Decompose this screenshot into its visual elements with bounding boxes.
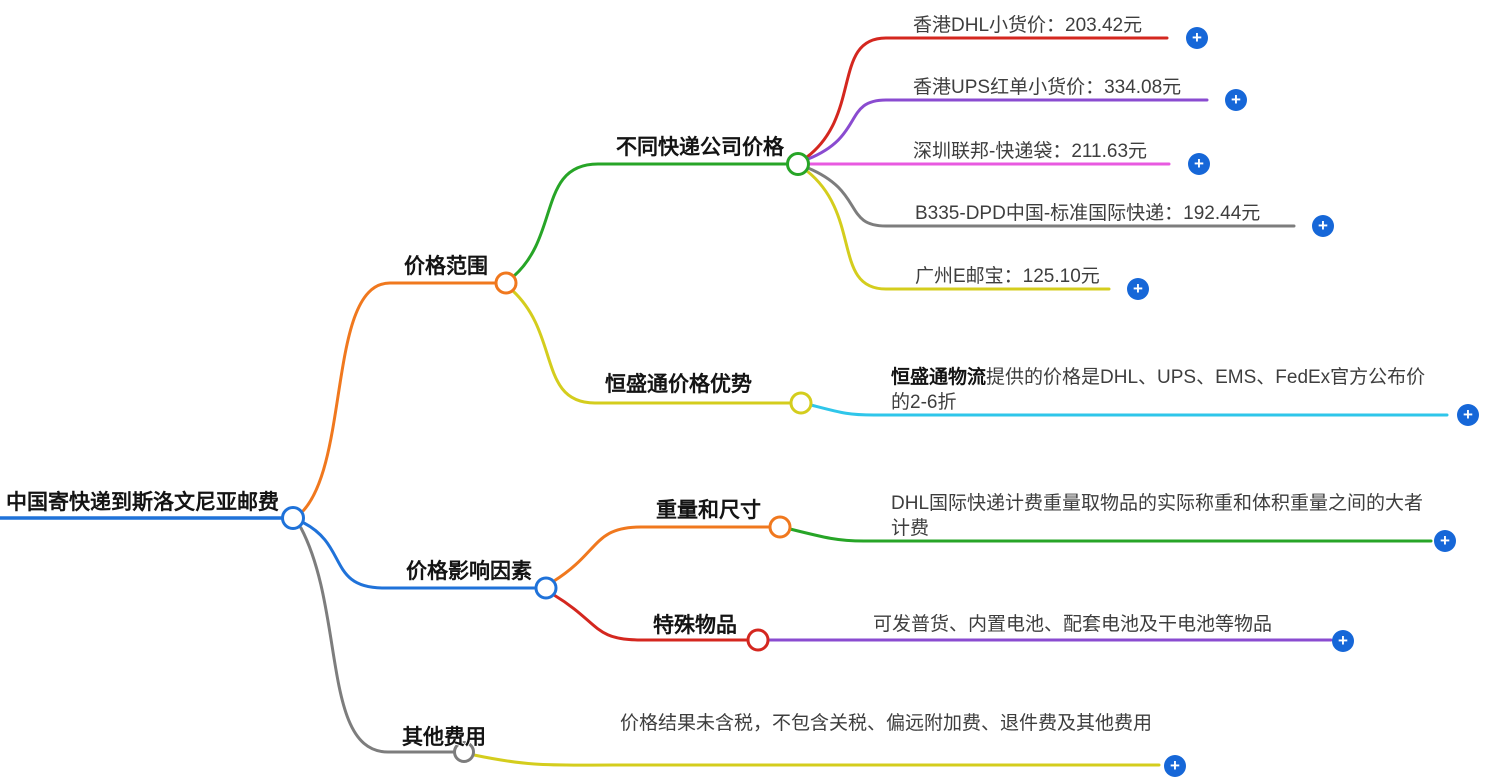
leaf-other-fees-desc[interactable]: 价格结果未含税，不包含关税、偏远附加费、退件费及其他费用 xyxy=(620,713,1153,734)
leaf-weight-size-desc[interactable]: DHL国际快递计费重量取物品的实际称重和体积重量之间的大者计费 xyxy=(891,493,1424,539)
node-handle-hst-advantage[interactable] xyxy=(789,391,813,415)
expand-plus-icon-fees[interactable]: + xyxy=(1164,755,1186,777)
node-handle-special-items[interactable] xyxy=(746,628,770,652)
root-node-label[interactable]: 中国寄快递到斯洛文尼亚邮费 xyxy=(6,491,279,514)
expand-plus-icon-sz-fedex[interactable]: + xyxy=(1188,153,1210,175)
expand-plus-icon-gz-epacket[interactable]: + xyxy=(1127,278,1149,300)
expand-plus-icon-special[interactable]: + xyxy=(1332,630,1354,652)
edge-price-factors-weight-size xyxy=(552,525,771,583)
edge-price-range-company-prices xyxy=(512,162,789,278)
expand-plus-icon-hk-ups[interactable]: + xyxy=(1225,89,1247,111)
leaf-hst-advantage-rest: 提供的价格是DHL、UPS、EMS、FedEx官方公布价的2-6折 xyxy=(891,367,1426,413)
leaf-hst-advantage-bold: 恒盛通物流 xyxy=(891,367,987,388)
node-handle-company-prices[interactable] xyxy=(786,152,810,176)
leaf-hst-advantage-desc[interactable]: 恒盛通物流提供的价格是DHL、UPS、EMS、FedEx官方公布价的2-6折 xyxy=(891,365,1439,415)
leaf-hk-ups-price[interactable]: 香港UPS红单小货价：334.08元 xyxy=(913,77,1182,98)
leaf-gz-epacket-price[interactable]: 广州E邮宝：125.10元 xyxy=(915,266,1100,287)
edge-other-fees-leaf xyxy=(472,753,1161,767)
leaf-hk-dhl-price[interactable]: 香港DHL小货价：203.42元 xyxy=(913,15,1143,36)
expand-plus-icon-weight[interactable]: + xyxy=(1434,530,1456,552)
leaf-dpd-price[interactable]: B335-DPD中国-标准国际快递：192.44元 xyxy=(915,203,1261,224)
branch-label-other-fees[interactable]: 其他费用 xyxy=(402,726,486,749)
branch-label-company-prices[interactable]: 不同快递公司价格 xyxy=(616,136,784,159)
expand-plus-icon-dpd[interactable]: + xyxy=(1312,215,1334,237)
branch-label-special-items[interactable]: 特殊物品 xyxy=(653,614,737,637)
expand-plus-icon-hk-dhl[interactable]: + xyxy=(1186,27,1208,49)
branch-label-weight-size[interactable]: 重量和尺寸 xyxy=(656,499,761,522)
branch-label-price-factors[interactable]: 价格影响因素 xyxy=(406,560,532,583)
leaf-special-items-desc[interactable]: 可发普货、内置电池、配套电池及干电池等物品 xyxy=(873,614,1273,635)
edge-root-price-range xyxy=(301,281,497,513)
node-handle-price-range[interactable] xyxy=(494,271,518,295)
branch-label-price-range[interactable]: 价格范围 xyxy=(404,255,488,278)
branch-label-hst-advantage[interactable]: 恒盛通价格优势 xyxy=(605,373,752,396)
leaf-sz-fedex-price[interactable]: 深圳联邦-快递袋：211.63元 xyxy=(913,141,1148,162)
node-handle-weight-size[interactable] xyxy=(768,515,792,539)
node-handle-price-factors[interactable] xyxy=(534,576,558,600)
node-handle-root[interactable] xyxy=(281,506,305,530)
expand-plus-icon-hst[interactable]: + xyxy=(1457,404,1479,426)
